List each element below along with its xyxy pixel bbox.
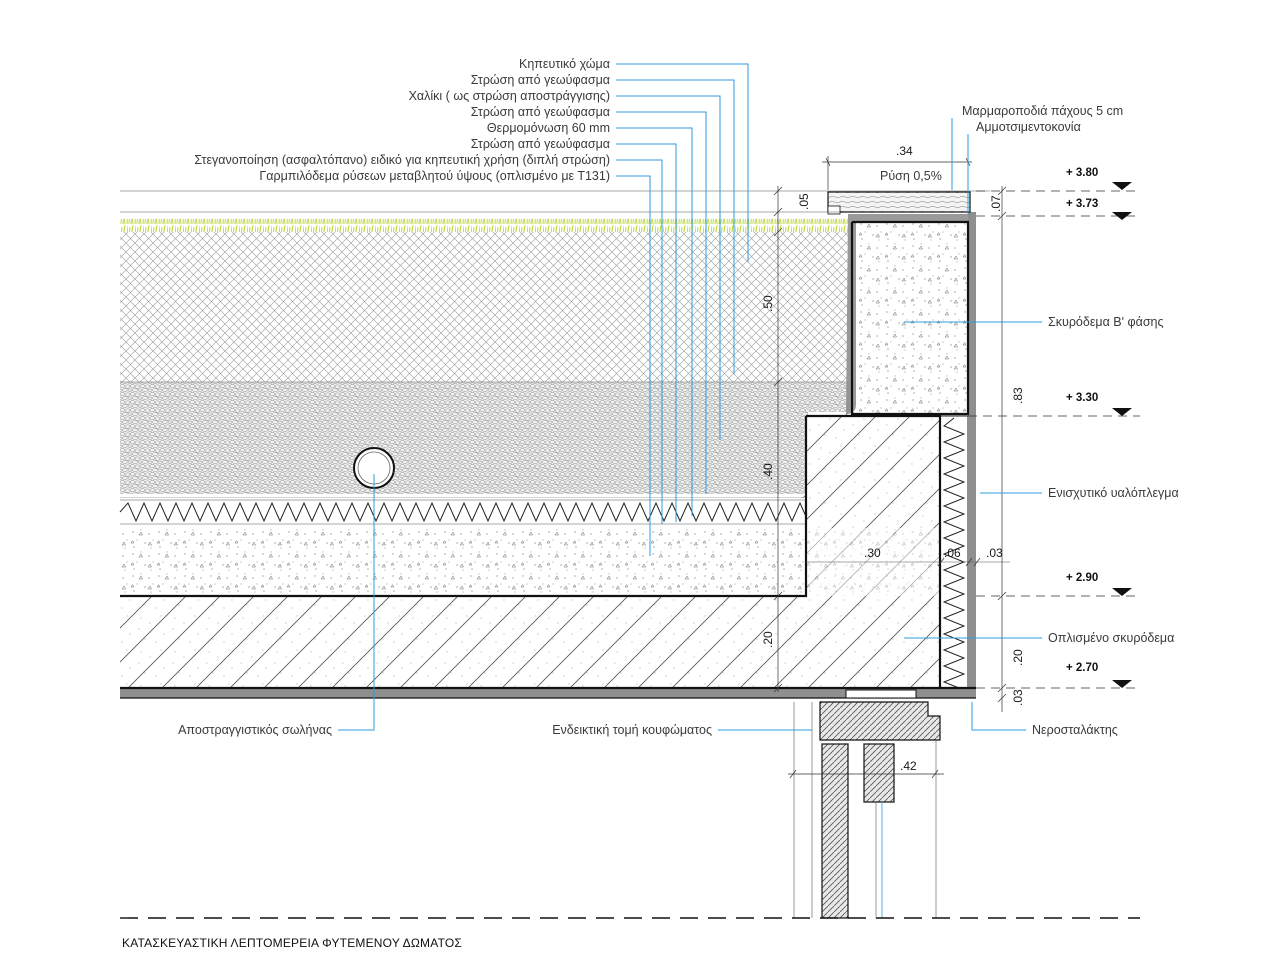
concrete-phase-b bbox=[852, 222, 968, 414]
layer-labels: Κηπευτικό χώμα Στρώση από γεωύφασμα Χαλί… bbox=[194, 57, 610, 183]
dim-sill-height: .05 bbox=[797, 193, 811, 210]
gravel-layer bbox=[120, 382, 852, 494]
level-380-label: + 3.80 bbox=[1066, 167, 1098, 179]
dim-beam-height: .83 bbox=[1011, 387, 1025, 404]
level-290-label: + 2.90 bbox=[1066, 572, 1098, 584]
right-labels: Μαρμαροποδιά πάχους 5 cm Αμμοτσιμεντοκον… bbox=[178, 104, 1179, 737]
label-frame-section: Ενδεικτική τομή κουφώματος bbox=[552, 723, 712, 737]
marble-sill bbox=[827, 191, 971, 215]
parapet-insulation bbox=[939, 415, 969, 691]
grass-layer bbox=[120, 219, 848, 235]
drain-pipe bbox=[353, 447, 395, 489]
label-reinforced-concrete: Οπλισμένο σκυρόδεμα bbox=[1048, 631, 1174, 645]
thermal-insulation-layer bbox=[119, 498, 809, 526]
label-geotextile-2: Στρώση από γεωύφασμα bbox=[471, 105, 610, 119]
soil-layer bbox=[120, 232, 852, 382]
label-garden-soil: Κηπευτικό χώμα bbox=[519, 57, 610, 71]
dim-frame-width: .42 bbox=[900, 759, 917, 773]
label-thermal-insulation: Θερμομόνωση 60 mm bbox=[487, 121, 610, 135]
level-330: + 3.30 bbox=[1066, 392, 1132, 416]
level-373-label: + 3.73 bbox=[1066, 198, 1098, 210]
drawing-title: ΚΑΤΑΣΚΕΥΑΣΤΙΚΗ ΛΕΠΤΟΜΕΡΕΙΑ ΦΥΤΕΜΕΝΟΥ ΔΩΜ… bbox=[122, 936, 462, 950]
label-drain-pipe: Αποστραγγιστικός σωλήνας bbox=[178, 723, 332, 737]
level-380: + 3.80 bbox=[1066, 167, 1132, 190]
dim-drip: .03 bbox=[1011, 689, 1025, 706]
label-geotextile-3: Στρώση από γεωύφασμα bbox=[471, 137, 610, 151]
dim-render: .03 bbox=[986, 546, 1003, 560]
level-330-label: + 3.30 bbox=[1066, 392, 1098, 404]
level-270-label: + 2.70 bbox=[1066, 662, 1098, 674]
slab bbox=[120, 596, 940, 688]
leader-lines bbox=[338, 63, 1042, 731]
slope-label: Ρύση 0,5% bbox=[880, 169, 942, 183]
level-lines bbox=[120, 190, 1140, 919]
dim-slab: .20 bbox=[761, 631, 775, 648]
label-concrete-phase-b: Σκυρόδεμα Β' φάσης bbox=[1048, 315, 1164, 329]
level-373: + 3.73 bbox=[1066, 198, 1132, 220]
dim-beam-width: .30 bbox=[864, 546, 881, 560]
dim-slab-right: .20 bbox=[1011, 649, 1025, 666]
dim-insulation: .06 bbox=[944, 546, 961, 560]
dimensions: .34 Ρύση 0,5% .05 .50 .40 .20 .07 .83 .2… bbox=[761, 144, 1025, 779]
label-waterproofing: Στεγανοποίηση (ασφαλτόπανο) ειδικό για κ… bbox=[194, 153, 610, 167]
window-frame-section bbox=[793, 689, 941, 919]
level-markers: + 3.80 + 3.73 + 3.30 + 2.90 + 2.70 bbox=[1066, 167, 1132, 688]
label-drip: Νεροσταλάκτης bbox=[1032, 723, 1118, 737]
level-290: + 2.90 bbox=[1066, 572, 1132, 596]
screed-layer bbox=[120, 528, 808, 596]
label-marble-sill: Μαρμαροποδιά πάχους 5 cm bbox=[962, 104, 1123, 118]
label-mortar: Αμμοτσιμεντοκονία bbox=[976, 120, 1081, 134]
label-geotextile-1: Στρώση από γεωύφασμα bbox=[471, 73, 610, 87]
dim-sill-width: .34 bbox=[896, 144, 913, 158]
dim-soil: .50 bbox=[761, 295, 775, 312]
label-glass-mesh: Ενισχυτικό υαλόπλεγμα bbox=[1048, 486, 1179, 500]
roof-layers bbox=[119, 219, 940, 688]
level-270: + 2.70 bbox=[1066, 662, 1132, 688]
label-slope-screed: Γαρμπιλόδεμα ρύσεων μεταβλητού ύψους (οπ… bbox=[259, 169, 610, 183]
label-gravel: Χαλίκι ( ως στρώση αποστράγγισης) bbox=[409, 89, 610, 103]
dim-upstand-top: .07 bbox=[989, 195, 1003, 212]
dim-gravel: .40 bbox=[761, 463, 775, 480]
